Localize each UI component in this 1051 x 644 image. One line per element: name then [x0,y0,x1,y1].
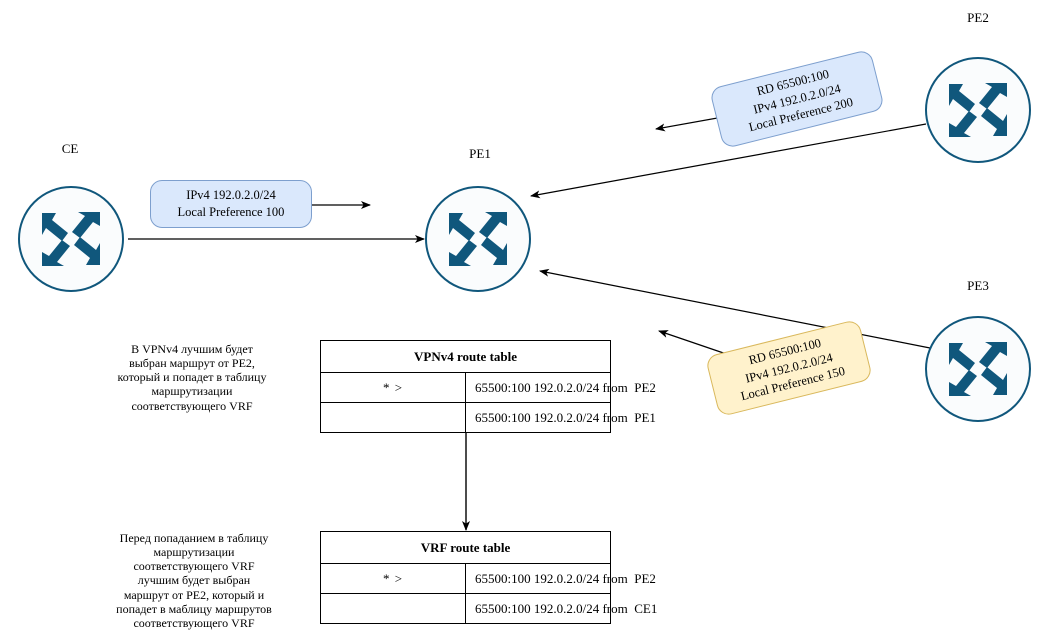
vpnv4-table-title: VPNv4 route table [320,340,611,373]
route-entry: 65500:100 192.0.2.0/24 from PE2 [465,563,656,594]
table-row: 65500:100 192.0.2.0/24 from CE1 [320,593,657,624]
router-pe1[interactable] [425,186,531,292]
pe1-label: PE1 [469,146,491,161]
link-pe2-to-pe1 [530,123,927,199]
route-flag [320,402,466,433]
router-arrows-icon [449,212,507,266]
router-pe3[interactable] [925,316,1031,422]
router-arrows-icon [949,342,1007,396]
route-flag [320,593,466,624]
vrf-route-table: VRF route table * > 65500:100 192.0.2.0/… [320,531,657,624]
table-row: 65500:100 192.0.2.0/24 from PE1 [320,402,656,433]
note-vpnv4-selection: В VPNv4 лучшим будет выбран маршрут от P… [117,342,267,413]
route-entry: 65500:100 192.0.2.0/24 from PE2 [465,372,656,403]
route-entry: 65500:100 192.0.2.0/24 from PE1 [465,402,656,433]
callout-ce-advert: IPv4 192.0.2.0/24 Local Preference 100 [150,180,312,228]
route-entry: 65500:100 192.0.2.0/24 from CE1 [465,593,657,624]
table-header-row: VRF route table [320,531,611,564]
router-arrows-icon [42,212,100,266]
ce-label: CE [61,141,79,156]
note-vrf-selection: Перед попаданием в таблицу маршрутизации… [116,531,272,630]
pe3-label: PE3 [967,278,989,293]
route-flag: * > [320,563,466,594]
vpnv4-route-table: VPNv4 route table * > 65500:100 192.0.2.… [320,340,656,433]
router-ce[interactable] [18,186,124,292]
link-pe3-to-pe1 [539,268,931,349]
router-arrows-icon [949,83,1007,137]
table-row: * > 65500:100 192.0.2.0/24 from PE2 [320,372,656,403]
table-header-row: VPNv4 route table [320,340,611,373]
vrf-table-title: VRF route table [320,531,611,564]
table-row: * > 65500:100 192.0.2.0/24 from PE2 [320,563,656,594]
router-pe2[interactable] [925,57,1031,163]
pe2-label: PE2 [967,10,989,25]
route-flag: * > [320,372,466,403]
